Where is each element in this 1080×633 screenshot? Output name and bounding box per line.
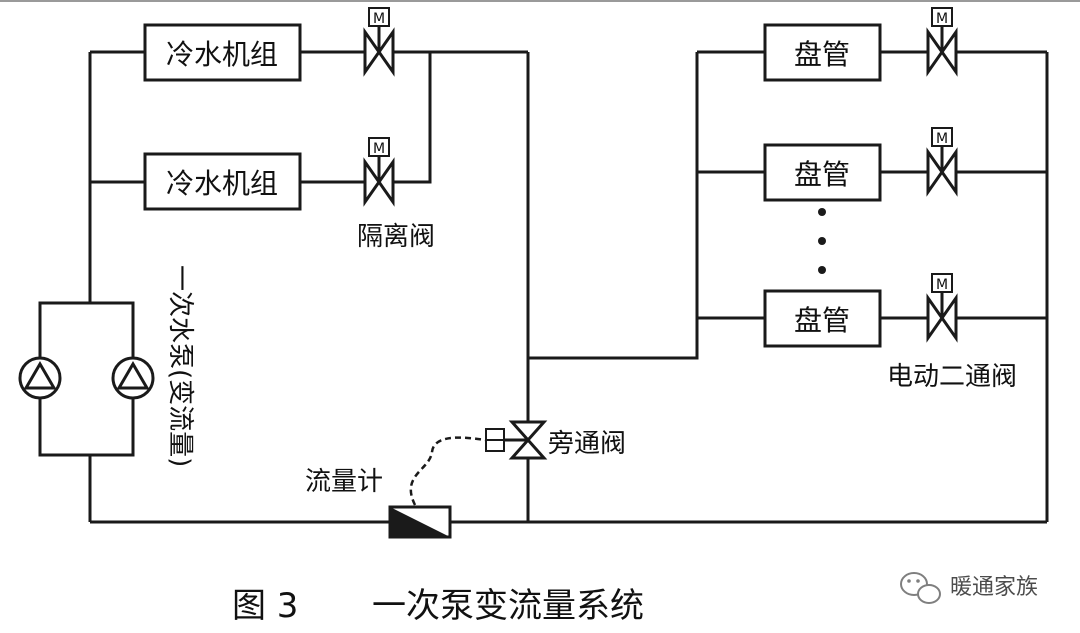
primary-pump-label: 一次水泵(变流量) <box>165 265 195 467</box>
valve-motor-letter: M <box>373 11 385 27</box>
valve-motor-letter: M <box>936 277 948 293</box>
coil-1-label: 盘管 <box>794 38 850 71</box>
coil-ellipsis <box>818 208 826 274</box>
coil-2-label: 盘管 <box>794 158 850 191</box>
isolation-valve-2: M <box>363 137 395 207</box>
coil-3: 盘管 <box>763 289 882 348</box>
flow-meter-label: 流量计 <box>305 467 383 497</box>
coil-3-label: 盘管 <box>794 304 850 337</box>
valve-motor-letter: M <box>936 11 948 27</box>
two-way-valve-3: M <box>926 273 958 343</box>
isolation-valve-1: M <box>363 7 395 77</box>
chiller-2-label: 冷水机组 <box>166 167 278 200</box>
bypass-valve-label: 旁通阀 <box>548 429 626 459</box>
watermark-text: 暖通家族 <box>950 575 1038 600</box>
bypass-valve <box>485 420 548 460</box>
chiller-1-label: 冷水机组 <box>166 38 278 71</box>
two-way-valve-1: M <box>926 7 958 77</box>
pipe-coil-header <box>528 52 699 360</box>
isolation-valve-label: 隔离阀 <box>357 222 435 252</box>
top-border <box>0 0 1080 2</box>
two-way-valve-label: 电动二通阀 <box>887 362 1017 392</box>
wechat-icon <box>900 572 941 604</box>
coil-1: 盘管 <box>763 23 882 82</box>
pipe-chiller2-merge <box>393 52 432 184</box>
valve-motor-letter: M <box>373 141 385 157</box>
valve-motor-letter: M <box>936 131 948 147</box>
chiller-1: 冷水机组 <box>143 23 302 82</box>
flow-meter <box>388 505 452 539</box>
two-way-valve-2: M <box>926 127 958 197</box>
figure-number: 图 3 <box>232 586 298 626</box>
watermark: 暖通家族 <box>900 572 1038 604</box>
control-signal-line <box>409 436 487 506</box>
pump-1 <box>18 356 62 400</box>
coil-2: 盘管 <box>763 143 882 202</box>
figure-title: 一次泵变流量系统 <box>372 586 644 626</box>
pump-2 <box>111 356 155 400</box>
chiller-2: 冷水机组 <box>143 152 302 211</box>
